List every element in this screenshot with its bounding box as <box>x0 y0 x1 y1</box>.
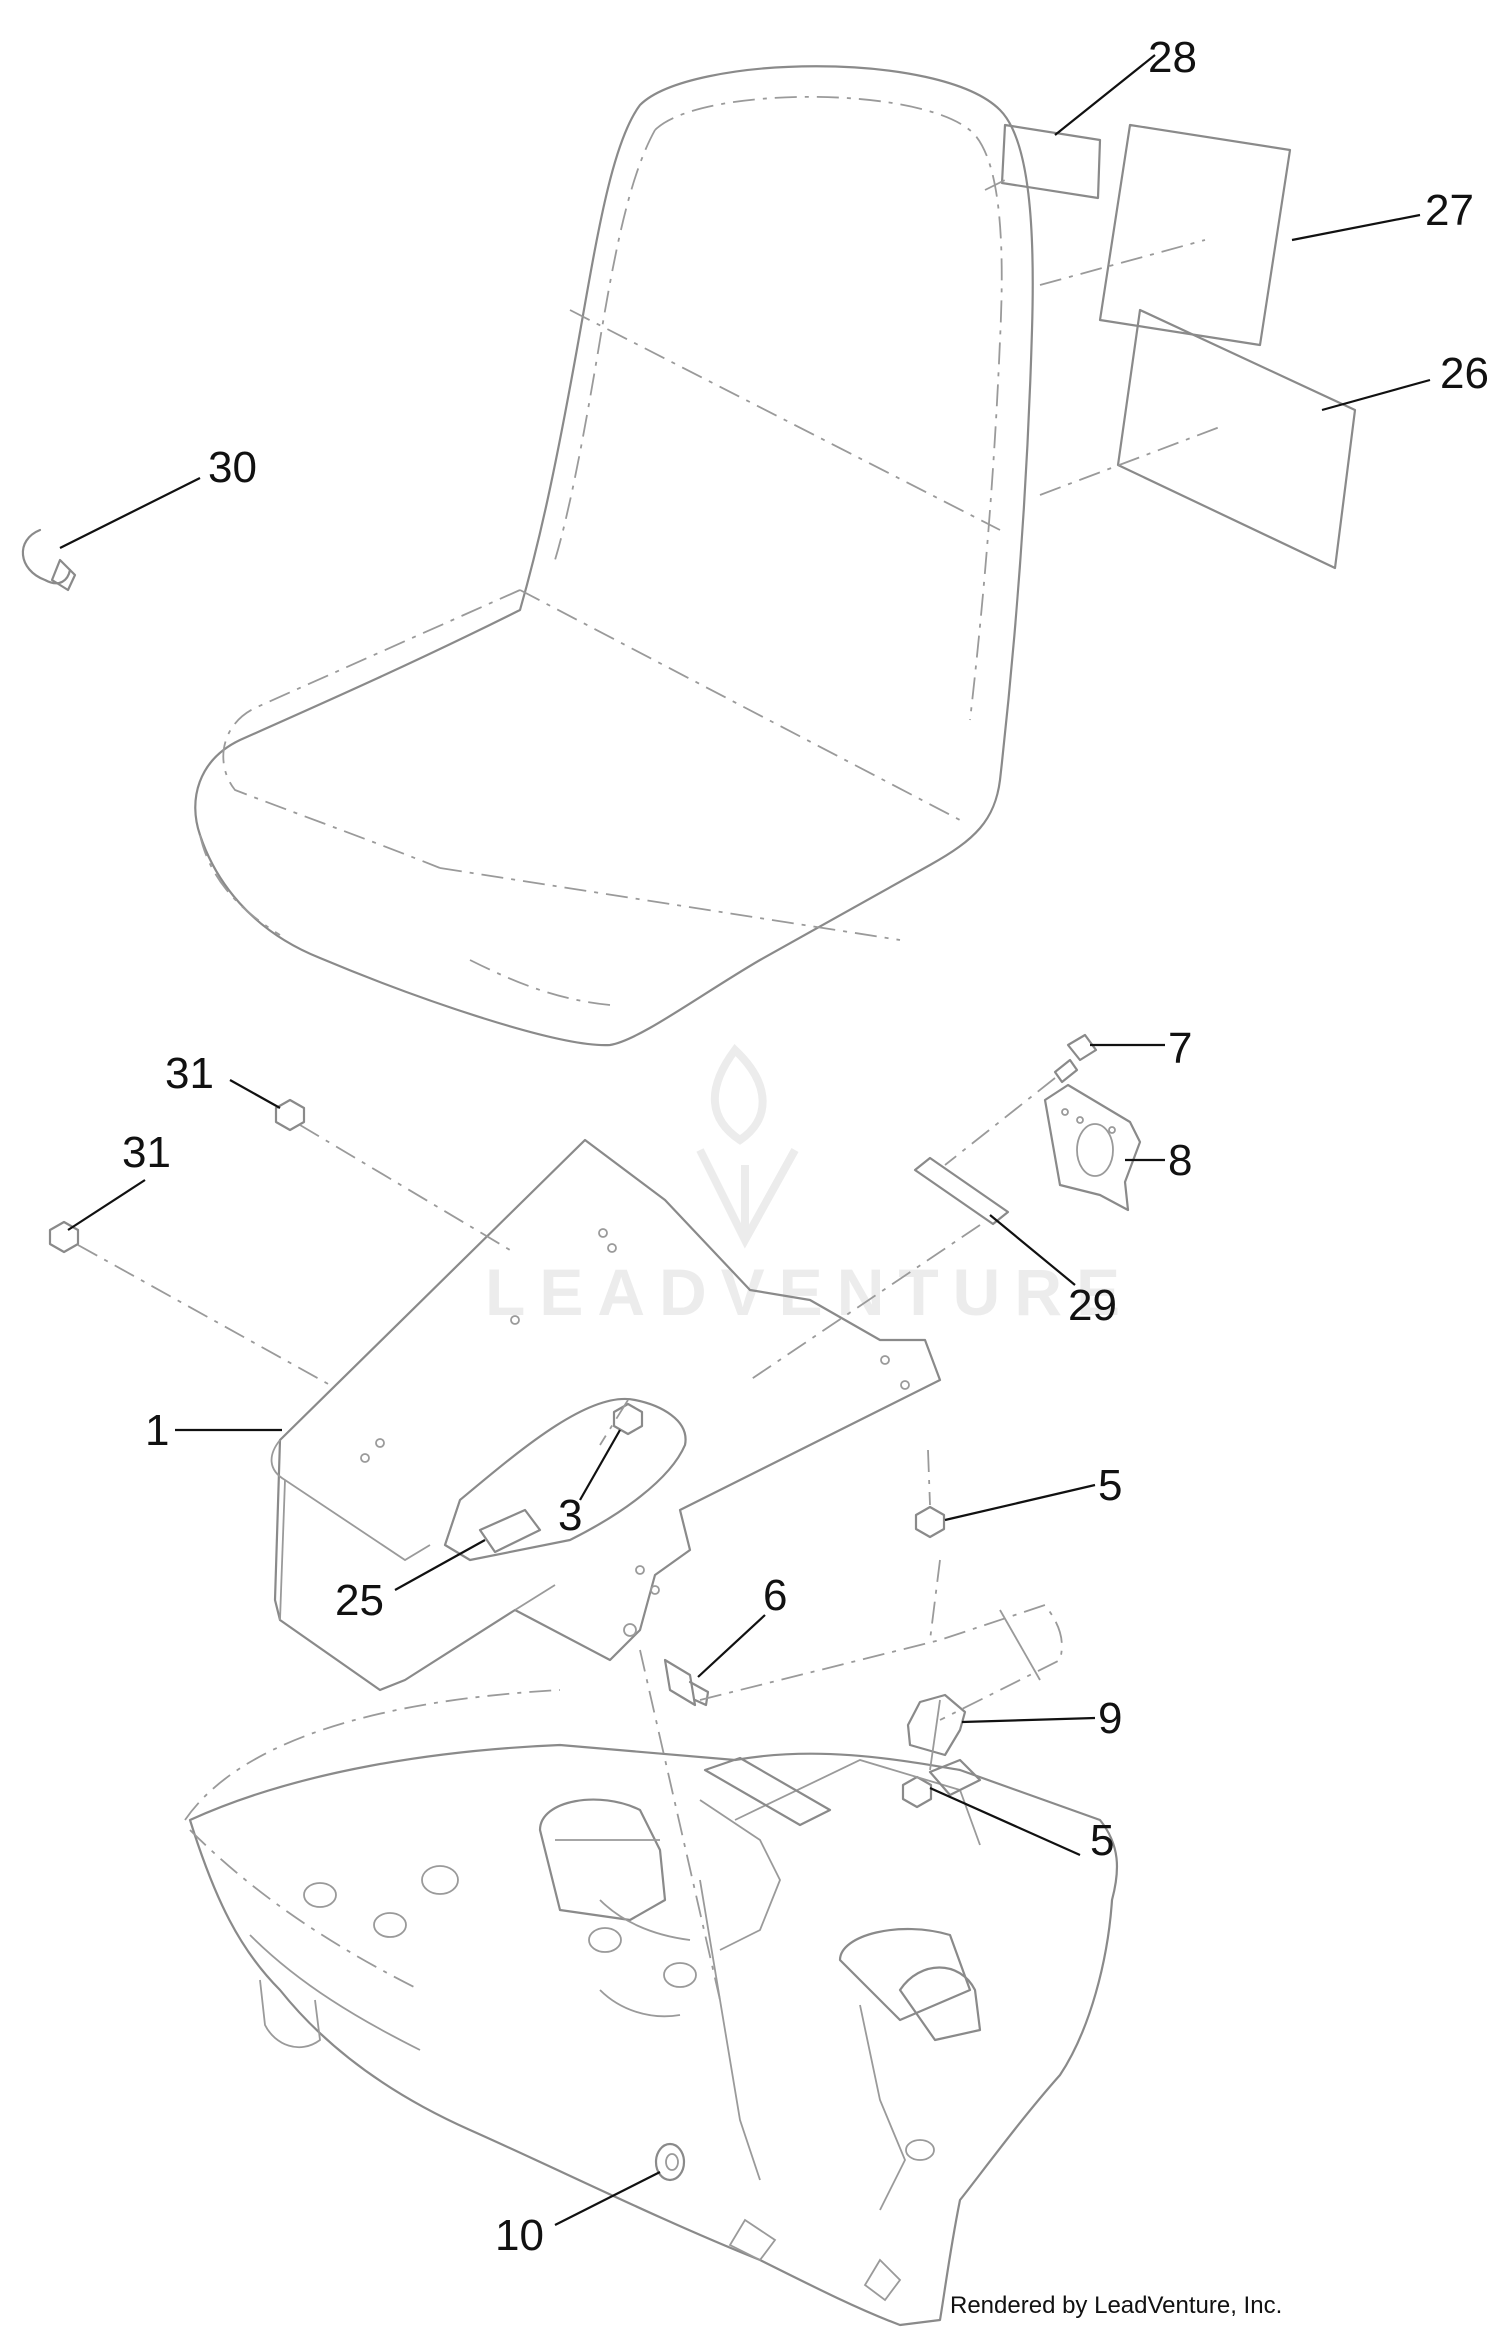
callout-8: 8 <box>1168 1136 1192 1185</box>
nut-5-lower <box>901 1775 933 1809</box>
seat <box>194 65 1034 1047</box>
callout-9: 9 <box>1098 1694 1122 1743</box>
nut-3 <box>612 1402 644 1436</box>
callout-30: 30 <box>208 443 257 492</box>
decal-28 <box>1000 123 1102 200</box>
decal-25 <box>478 1508 542 1554</box>
bolt-6 <box>663 1658 710 1707</box>
callout-6: 6 <box>763 1571 787 1620</box>
callout-29: 29 <box>1068 1281 1117 1330</box>
callout-1: 1 <box>145 1406 169 1455</box>
callout-7: 7 <box>1168 1024 1192 1073</box>
callout-3: 3 <box>558 1491 582 1540</box>
nut-31-lower <box>48 1220 80 1254</box>
callout-25: 25 <box>335 1576 384 1625</box>
nut-5-upper <box>914 1505 946 1539</box>
watermark-text: LEADVENTURE <box>485 1255 1134 1329</box>
callout-31-upper: 31 <box>165 1049 214 1098</box>
switch-29 <box>913 1156 1010 1226</box>
callout-5-lower: 5 <box>1090 1816 1114 1865</box>
callout-28: 28 <box>1148 33 1197 82</box>
callout-5-upper: 5 <box>1098 1461 1122 1510</box>
callout-27: 27 <box>1425 186 1474 235</box>
nut-31-upper <box>274 1098 306 1132</box>
decal-26 <box>1116 308 1357 570</box>
watermark-logo <box>696 1044 799 1249</box>
bracket-8 <box>1043 1083 1142 1212</box>
bumper-10 <box>654 2142 686 2182</box>
cable-tie <box>21 528 77 592</box>
decal-27 <box>1098 123 1292 347</box>
callout-10: 10 <box>495 2211 544 2260</box>
mower-frame <box>184 1603 1119 2327</box>
callout-26: 26 <box>1440 349 1489 398</box>
seat-mounting-plate <box>270 1138 942 1692</box>
bolt-7 <box>1053 1033 1098 1084</box>
leader-lines <box>59 54 1431 2226</box>
callout-31-lower: 31 <box>122 1128 171 1177</box>
bumper-9 <box>906 1693 967 1757</box>
render-credit: Rendered by LeadVenture, Inc. <box>950 2292 1283 2319</box>
